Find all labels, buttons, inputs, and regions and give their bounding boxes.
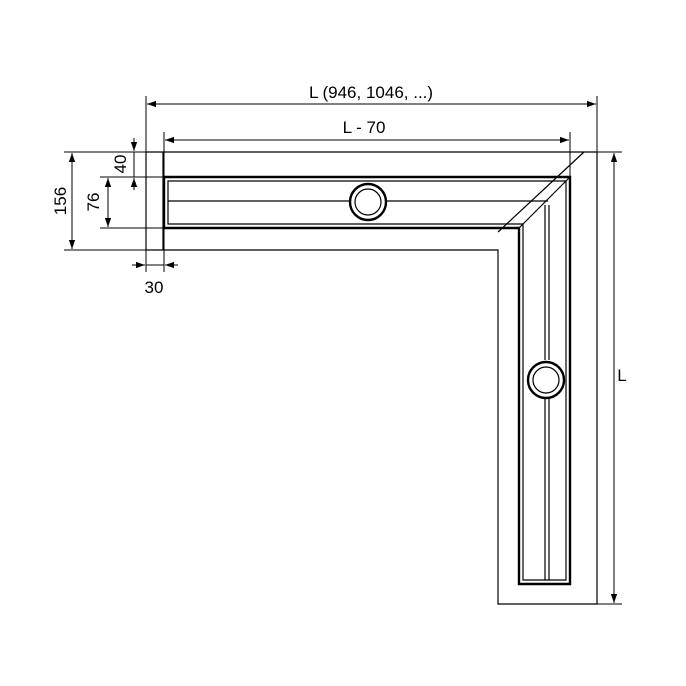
dim-width-30: 30 [132,228,178,297]
dim-inner-length-label: L - 70 [343,118,386,137]
dim-overall-length-label: L (946, 1046, ...) [309,83,433,102]
dim-height-76: 76 [84,176,164,229]
dim-inner-length: L - 70 [163,118,571,177]
dim-right-length: L [597,151,627,605]
vertical-rails [544,205,550,580]
dim-height-156-label: 156 [51,187,70,215]
drain-body [145,151,598,605]
dim-height-76-label: 76 [84,193,103,212]
channel-outer [162,175,572,586]
dim-right-length-label: L [617,366,626,385]
channel-miter [518,176,571,229]
dim-height-40: 40 [111,138,164,190]
dim-height-40-label: 40 [111,155,130,174]
dim-overall-length: L (946, 1046, ...) [145,83,598,152]
outlet-horizontal [348,182,388,222]
outlet-vertical [526,360,566,400]
dim-width-30-label: 30 [145,278,164,297]
channel-inner [167,180,567,581]
